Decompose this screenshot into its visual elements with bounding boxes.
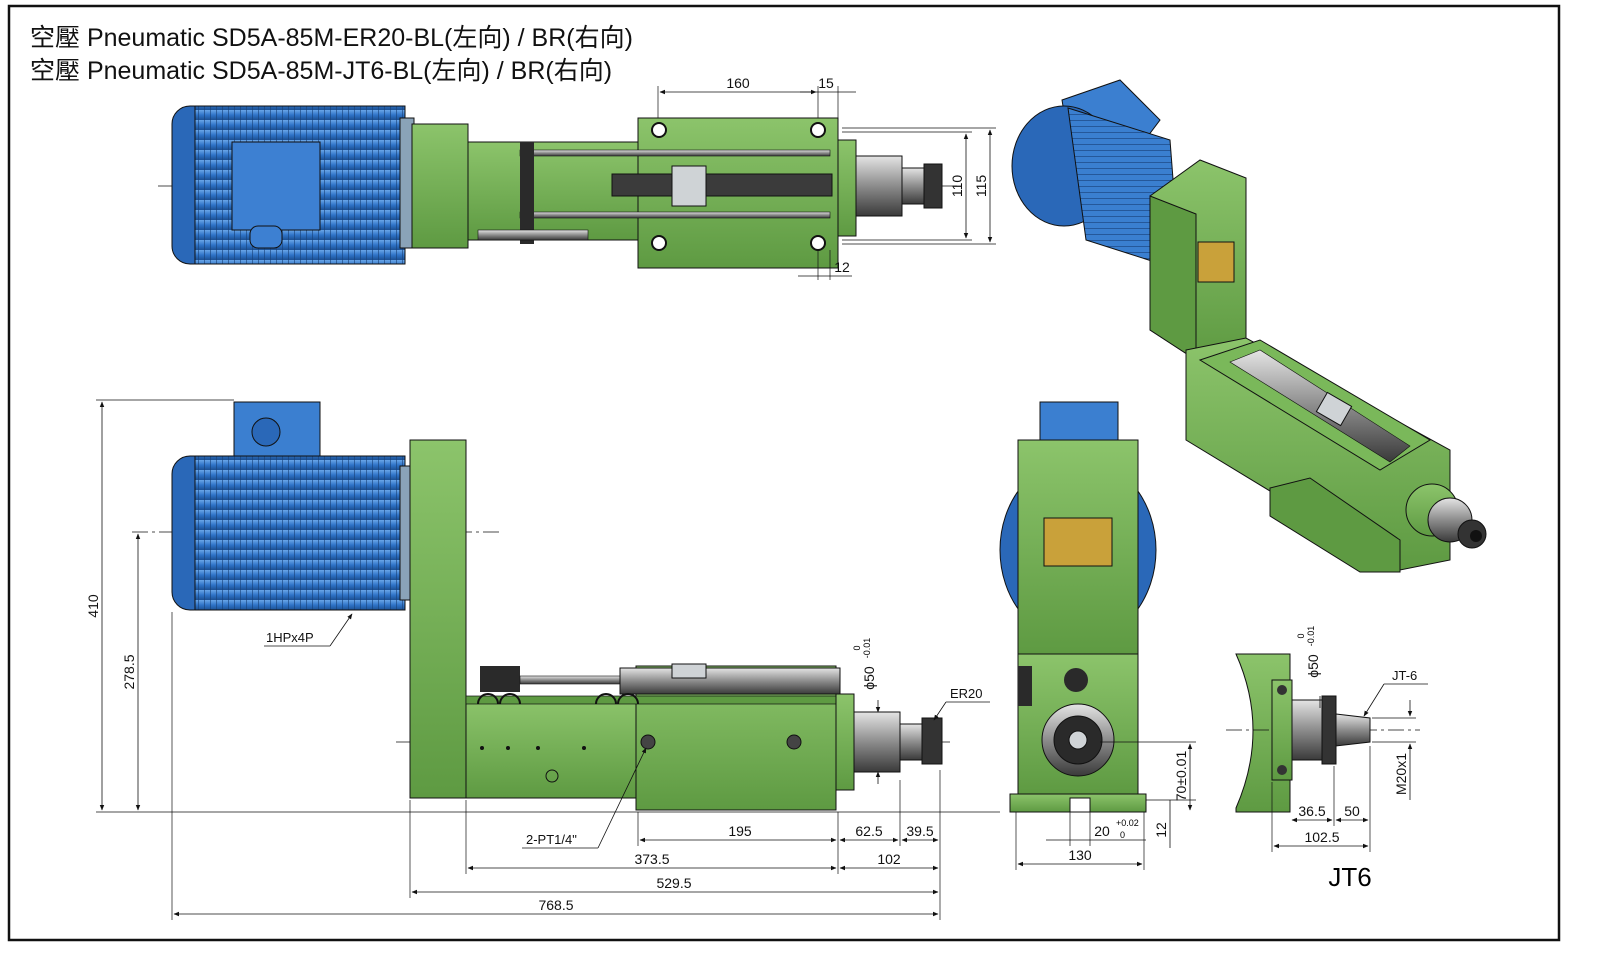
dim-410: 410 bbox=[85, 594, 101, 618]
dim-20-tol-upper: +0.02 bbox=[1116, 818, 1139, 828]
dim-12-top: 12 bbox=[834, 259, 850, 275]
side-diameter-tol-lower: -0.01 bbox=[862, 638, 872, 659]
port-label: 2-PT1/4" bbox=[526, 832, 577, 847]
drawing-title-line2: 空壓 Pneumatic SD5A-85M-JT6-BL(左向) / BR(右向… bbox=[30, 57, 613, 85]
dim-278-5: 278.5 bbox=[121, 654, 137, 689]
dim-130: 130 bbox=[1068, 847, 1092, 863]
top-view: 160 15 110 115 12 bbox=[158, 75, 996, 280]
dim-50: 50 bbox=[1344, 803, 1360, 819]
dim-12-end: 12 bbox=[1153, 822, 1169, 838]
dim-70: 70±0.01 bbox=[1173, 751, 1189, 802]
dim-195: 195 bbox=[728, 823, 752, 839]
motor-label: 1HPx4P bbox=[266, 630, 314, 645]
jt6-diameter-tol-lower: -0.01 bbox=[1306, 626, 1316, 647]
dim-62-5: 62.5 bbox=[855, 823, 882, 839]
jt6-diameter-tol-upper: 0 bbox=[1296, 633, 1306, 638]
sheet-border bbox=[7, 4, 1561, 942]
isometric-view bbox=[1011, 79, 1487, 573]
dim-15: 15 bbox=[818, 75, 834, 91]
jt6-thread: M20x1 bbox=[1393, 753, 1409, 795]
jt6-caption: JT6 bbox=[1328, 862, 1371, 892]
dim-529-5: 529.5 bbox=[656, 875, 691, 891]
side-view: 410 278.5 1HPx4P ϕ50 0 -0.01 ER20 2-PT1/… bbox=[85, 399, 1000, 920]
drawing-title-line1: 空壓 Pneumatic SD5A-85M-ER20-BL(左向) / BR(右… bbox=[30, 24, 633, 52]
dim-36-5: 36.5 bbox=[1298, 803, 1325, 819]
dim-768-5: 768.5 bbox=[538, 897, 573, 913]
dim-20-tol-lower: 0 bbox=[1120, 830, 1125, 840]
side-diameter: ϕ50 bbox=[861, 666, 877, 690]
dim-160: 160 bbox=[726, 75, 750, 91]
dim-20: 20 bbox=[1094, 823, 1110, 839]
dim-110: 110 bbox=[949, 175, 965, 198]
side-diameter-tol-upper: 0 bbox=[852, 645, 862, 650]
er20-collet bbox=[921, 717, 943, 765]
side-motor bbox=[194, 455, 406, 611]
jt6-view: ϕ50 0 -0.01 JT-6 M20x1 36.5 50 102.5 JT6 bbox=[1226, 626, 1428, 892]
dim-39-5: 39.5 bbox=[906, 823, 933, 839]
dim-373-5: 373.5 bbox=[634, 851, 669, 867]
dim-102-5: 102.5 bbox=[1304, 829, 1339, 845]
dim-102: 102 bbox=[877, 851, 901, 867]
collet-label: ER20 bbox=[950, 686, 983, 701]
end-view: 70±0.01 12 20 +0.02 0 130 bbox=[999, 401, 1196, 870]
jt6-taper-label: JT-6 bbox=[1392, 668, 1417, 683]
jt6-diameter: ϕ50 bbox=[1305, 654, 1321, 678]
side-bracket bbox=[409, 439, 467, 799]
dim-115: 115 bbox=[973, 175, 989, 198]
